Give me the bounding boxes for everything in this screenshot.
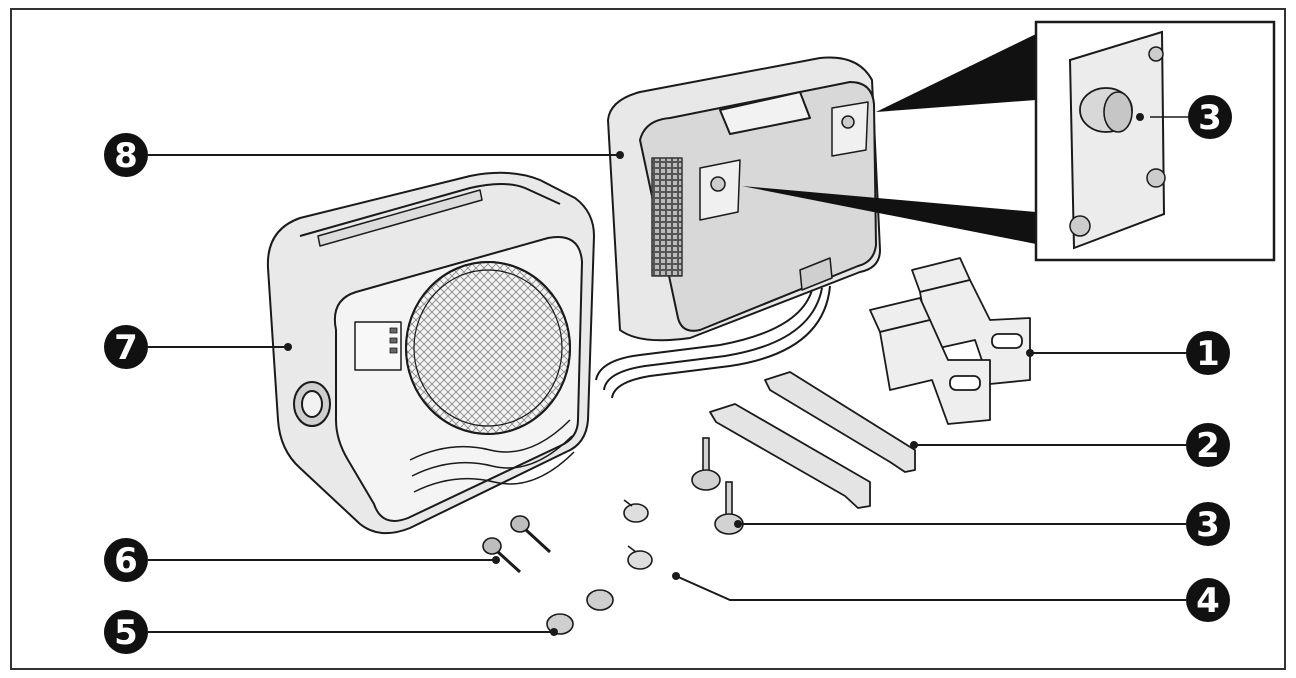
control-panel-buttons-icon <box>389 327 398 354</box>
callout-3: 3 <box>1186 502 1230 546</box>
callout-6-label: 6 <box>114 541 138 581</box>
callout-2: 2 <box>1186 423 1230 467</box>
nuts <box>546 589 614 635</box>
heat-pump-unit <box>266 171 595 535</box>
callout-1-label: 1 <box>1196 334 1220 374</box>
leader-lines <box>148 116 1188 633</box>
hose-clamps <box>623 499 653 570</box>
bolts <box>482 515 552 574</box>
callout-8: 8 <box>104 133 148 177</box>
callout-1: 1 <box>1186 331 1230 375</box>
support-rails <box>709 371 916 509</box>
callout-3-inset: 3 <box>1188 95 1232 139</box>
callout-3-inset-label: 3 <box>1198 98 1222 138</box>
adjustment-knobs <box>691 437 744 535</box>
callout-6: 6 <box>104 538 148 582</box>
callout-8-label: 8 <box>114 136 138 176</box>
callout-5-label: 5 <box>114 613 138 653</box>
callout-4-label: 4 <box>1196 581 1220 621</box>
mounting-brackets <box>869 257 1031 425</box>
callout-5: 5 <box>104 610 148 654</box>
callout-7: 7 <box>104 325 148 369</box>
leader-dots <box>284 113 1144 636</box>
inset-detail <box>742 20 1276 262</box>
control-box <box>607 56 881 342</box>
callout-2-label: 2 <box>1196 426 1220 466</box>
diagram-frame <box>10 8 1286 670</box>
connecting-hose <box>595 285 831 399</box>
callout-7-label: 7 <box>114 328 138 368</box>
callout-4: 4 <box>1186 578 1230 622</box>
callout-3-label: 3 <box>1196 505 1220 545</box>
